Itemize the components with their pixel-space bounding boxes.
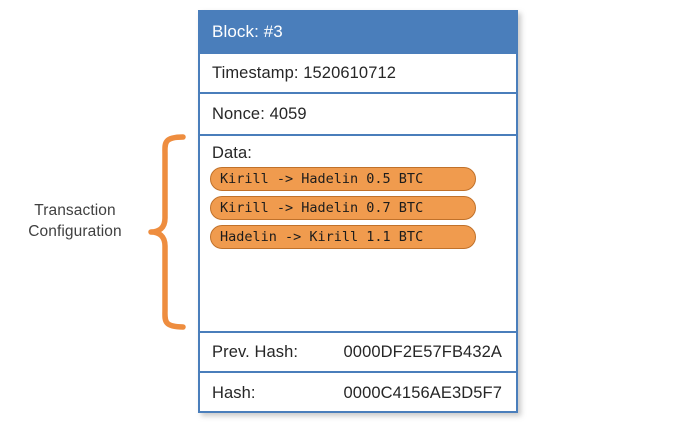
hash-label: Hash: xyxy=(212,383,256,402)
block-nonce-row: Nonce: 4059 xyxy=(200,94,516,136)
transaction-item[interactable]: Hadelin -> Kirill 1.1 BTC xyxy=(210,225,476,249)
annotation-label: Transaction Configuration xyxy=(28,202,122,240)
curly-brace-icon xyxy=(145,132,190,332)
hash-value: 0000C4156AE3D5F7 xyxy=(343,383,502,402)
prev-hash-value: 0000DF2E57FB432A xyxy=(343,342,502,361)
prev-hash-row: Prev. Hash: 0000DF2E57FB432A xyxy=(200,333,516,373)
transaction-item[interactable]: Kirill -> Hadelin 0.5 BTC xyxy=(210,167,476,191)
transaction-item[interactable]: Kirill -> Hadelin 0.7 BTC xyxy=(210,196,476,220)
block-card: Block: #3 Timestamp: 1520610712 Nonce: 4… xyxy=(198,10,518,413)
data-label: Data: xyxy=(212,144,252,162)
block-timestamp-row: Timestamp: 1520610712 xyxy=(200,54,516,94)
transaction-list: Kirill -> Hadelin 0.5 BTC Kirill -> Hade… xyxy=(200,167,516,249)
block-header: Block: #3 xyxy=(200,12,516,54)
annotation-group: Transaction Configuration xyxy=(0,130,195,340)
prev-hash-label: Prev. Hash: xyxy=(212,342,299,361)
block-data-section: Data: Kirill -> Hadelin 0.5 BTC Kirill -… xyxy=(200,136,516,333)
hash-row: Hash: 0000C4156AE3D5F7 xyxy=(200,373,516,413)
